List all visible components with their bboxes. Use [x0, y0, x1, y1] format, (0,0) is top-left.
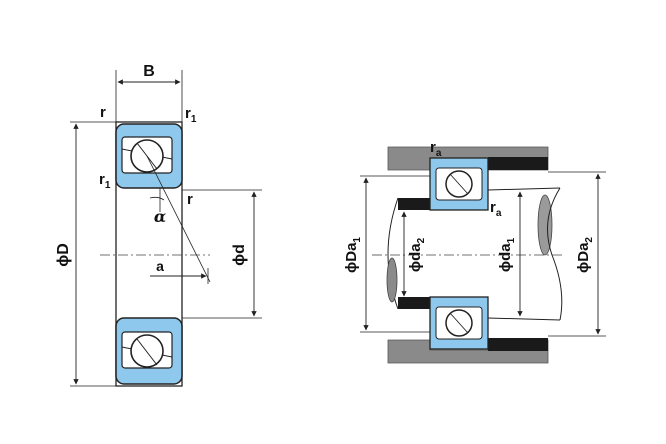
- top-ring-block: [115, 123, 183, 189]
- mounting-diagram: ϕDa1 ϕda2 ϕda1 ϕDa2 ra ra: [343, 139, 606, 364]
- spacer-bottom-right: [488, 338, 548, 351]
- bottom-ring-block: [115, 317, 183, 385]
- mount-bearing-top: [429, 157, 489, 211]
- mount-bearing-bottom: [429, 296, 489, 350]
- label-ra-top: ra: [430, 139, 442, 159]
- bearing-cross-section: B ϕD ϕd α a r r1 r1 r: [55, 63, 262, 387]
- label-alpha: α: [154, 207, 166, 226]
- label-r-inner: r: [187, 191, 193, 208]
- label-r-top-left: r: [100, 104, 106, 121]
- contact-line: [146, 155, 211, 283]
- label-a: a: [156, 258, 164, 274]
- shaft-break-left: [386, 257, 398, 303]
- label-r1-left: r1: [99, 171, 111, 191]
- shaft-shoulder-top: [398, 198, 430, 210]
- label-phid: ϕd: [231, 244, 248, 266]
- label-phida1: ϕda1: [497, 237, 517, 272]
- label-phiDa1: ϕDa1: [343, 237, 363, 273]
- label-r1-top-right: r1: [185, 105, 197, 125]
- bearing-outline: [115, 121, 183, 387]
- shaft-shoulder-bottom: [398, 297, 430, 309]
- label-phida2: ϕda2: [407, 237, 427, 272]
- bottom-ball: [130, 334, 164, 368]
- label-B: B: [143, 63, 155, 80]
- label-ra-mid: ra: [490, 199, 502, 219]
- label-phiD: ϕD: [55, 243, 72, 267]
- spacer-top-right: [488, 157, 548, 170]
- label-phiDa2: ϕDa2: [575, 237, 595, 273]
